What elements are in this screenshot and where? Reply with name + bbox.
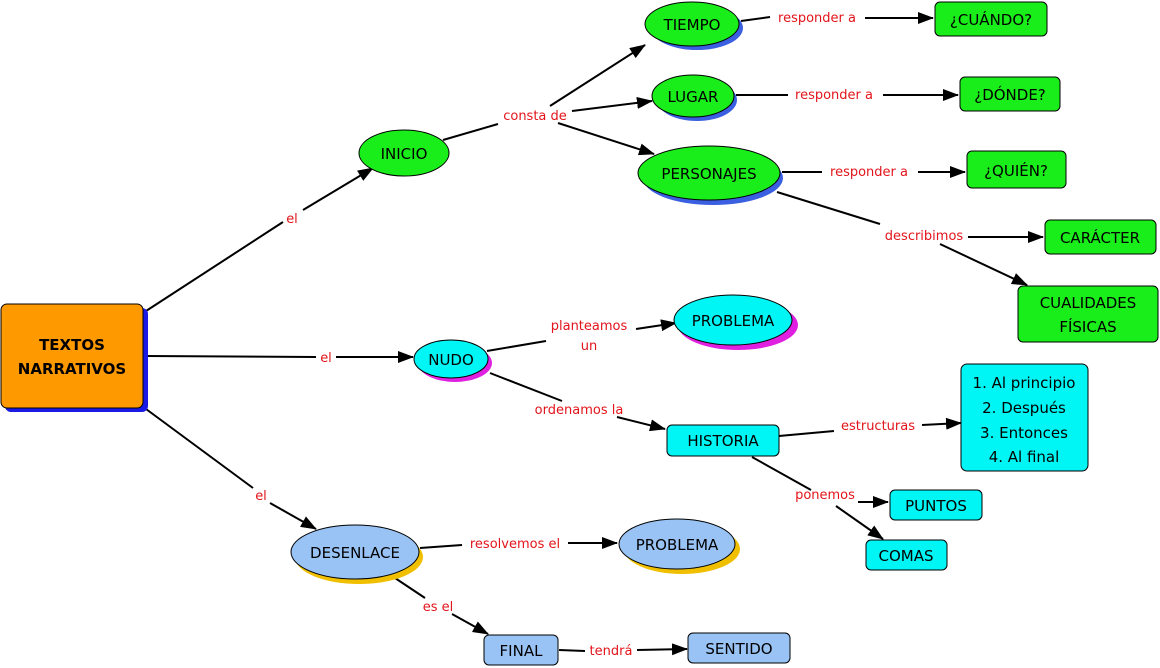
list-item: 1. Al principio [973,374,1076,392]
link-label-responder-lugar: responder a [795,88,873,103]
edge-root-el-nudo [145,355,317,358]
edge-ordenamos-historia [616,416,666,432]
link-label-el-inicio: el [286,212,298,227]
node-tiempo[interactable]: TIEMPO [644,1,743,50]
node-problema-desenlace[interactable]: PROBLEMA [618,518,740,574]
edge-desenlace-esel [394,577,426,599]
node-label-line-2: NARRATIVOS [18,360,126,378]
link-label-responder-personajes: responder a [830,165,908,180]
edge-planteamos-problema [635,319,677,332]
node-lugar[interactable]: LUGAR [651,74,737,121]
node-comas[interactable]: COMAS [865,539,948,571]
edge-el-desenlace [269,502,317,530]
node-label: HISTORIA [687,432,759,450]
edge-consta-personajes [557,122,655,156]
node-puntos[interactable]: PUNTOS [889,489,983,521]
link-label-el-desenlace: el [255,489,267,504]
node-label: LUGAR [668,88,719,106]
node-label-line-1: CUALIDADES [1040,294,1137,312]
node-cualidades-fisicas[interactable]: CUALIDADES FÍSICAS [1017,285,1159,343]
edge-historia-ponemos [751,456,812,491]
node-problema-nudo[interactable]: PROBLEMA [673,294,798,350]
edge-final-tendra [558,649,586,652]
edge-root-el-inicio [145,221,284,312]
list-item: 2. Después [982,399,1066,417]
node-label: ¿DÓNDE? [974,85,1046,104]
node-label: DESENLACE [310,544,400,562]
edge-personajes-describimos [776,191,881,225]
node-label: NUDO [428,351,474,369]
link-label-el-nudo: el [320,351,332,366]
link-label-responder-tiempo: responder a [778,11,856,26]
edge-nudo-planteamos [486,340,547,352]
link-label-ordenamos: ordenamos la [535,403,624,418]
edge-describimos-cualidades [939,243,1028,286]
edge-nudo-ordenamos [489,372,563,402]
edge-desenlace-resolvemos [419,544,463,549]
link-labels: el el el consta de responder a responder… [255,11,963,659]
node-textos-narrativos[interactable]: TEXTOS NARRATIVOS [0,303,148,412]
edge-historia-estructuras [778,430,835,437]
node-sentido[interactable]: SENTIDO [687,632,791,664]
node-donde[interactable]: ¿DÓNDE? [959,76,1061,112]
edge-tiempo-responder [740,16,771,22]
edge-tendra-sentido [636,643,688,656]
node-final[interactable]: FINAL [483,634,559,666]
edge-consta-lugar [571,96,653,112]
list-item: 3. Entonces [980,424,1068,442]
node-label-line-1: TEXTOS [39,336,105,354]
node-label: ¿QUIÉN? [984,161,1048,180]
node-desenlace[interactable]: DESENLACE [290,524,423,584]
node-cuando[interactable]: ¿CUÁNDO? [934,1,1048,37]
edge-el-inicio [302,167,374,211]
edge-esel-final [451,613,489,635]
link-label-ponemos: ponemos [795,488,855,503]
link-label-planteamos: planteamos [551,319,628,334]
edge-estructuras-lista [921,417,962,430]
edge-inicio-consta [442,123,499,141]
edge-consta-tiempo [549,44,646,107]
link-label-resolvemos: resolvemos el [470,537,560,552]
node-label: PROBLEMA [636,536,719,554]
list-item: 4. Al final [989,448,1060,466]
link-label-consta-de: consta de [503,109,567,124]
link-label-es-el: es el [423,600,454,615]
node-personajes[interactable]: PERSONAJES [637,145,783,205]
node-nudo[interactable]: NUDO [413,339,492,382]
node-label: CARÁCTER [1060,228,1140,247]
node-quien[interactable]: ¿QUIÉN? [966,150,1067,189]
node-label-line-2: FÍSICAS [1059,317,1116,336]
node-label: INICIO [381,145,428,163]
node-inicio[interactable]: INICIO [358,129,450,177]
node-label: TIEMPO [663,16,721,34]
node-label: PROBLEMA [692,312,775,330]
edges [145,12,1044,656]
link-label-tendra: tendrá [590,644,633,659]
edge-ponemos-comas [835,505,884,540]
link-label-describimos: describimos [885,229,964,244]
node-caracter[interactable]: CARÁCTER [1044,219,1157,255]
node-label: ¿CUÁNDO? [950,10,1032,29]
link-label-estructuras: estructuras [841,419,915,434]
node-label: SENTIDO [705,640,772,658]
node-label: PUNTOS [905,497,967,515]
node-historia[interactable]: HISTORIA [666,424,780,457]
node-label: COMAS [878,547,933,565]
node-label: FINAL [500,642,544,660]
node-estructura-lista[interactable]: 1. Al principio 2. Después 3. Entonces 4… [960,363,1089,472]
edge-root-el-desenlace [145,408,254,489]
node-label: PERSONAJES [661,165,756,183]
link-label-planteamos-un: un [581,339,597,354]
